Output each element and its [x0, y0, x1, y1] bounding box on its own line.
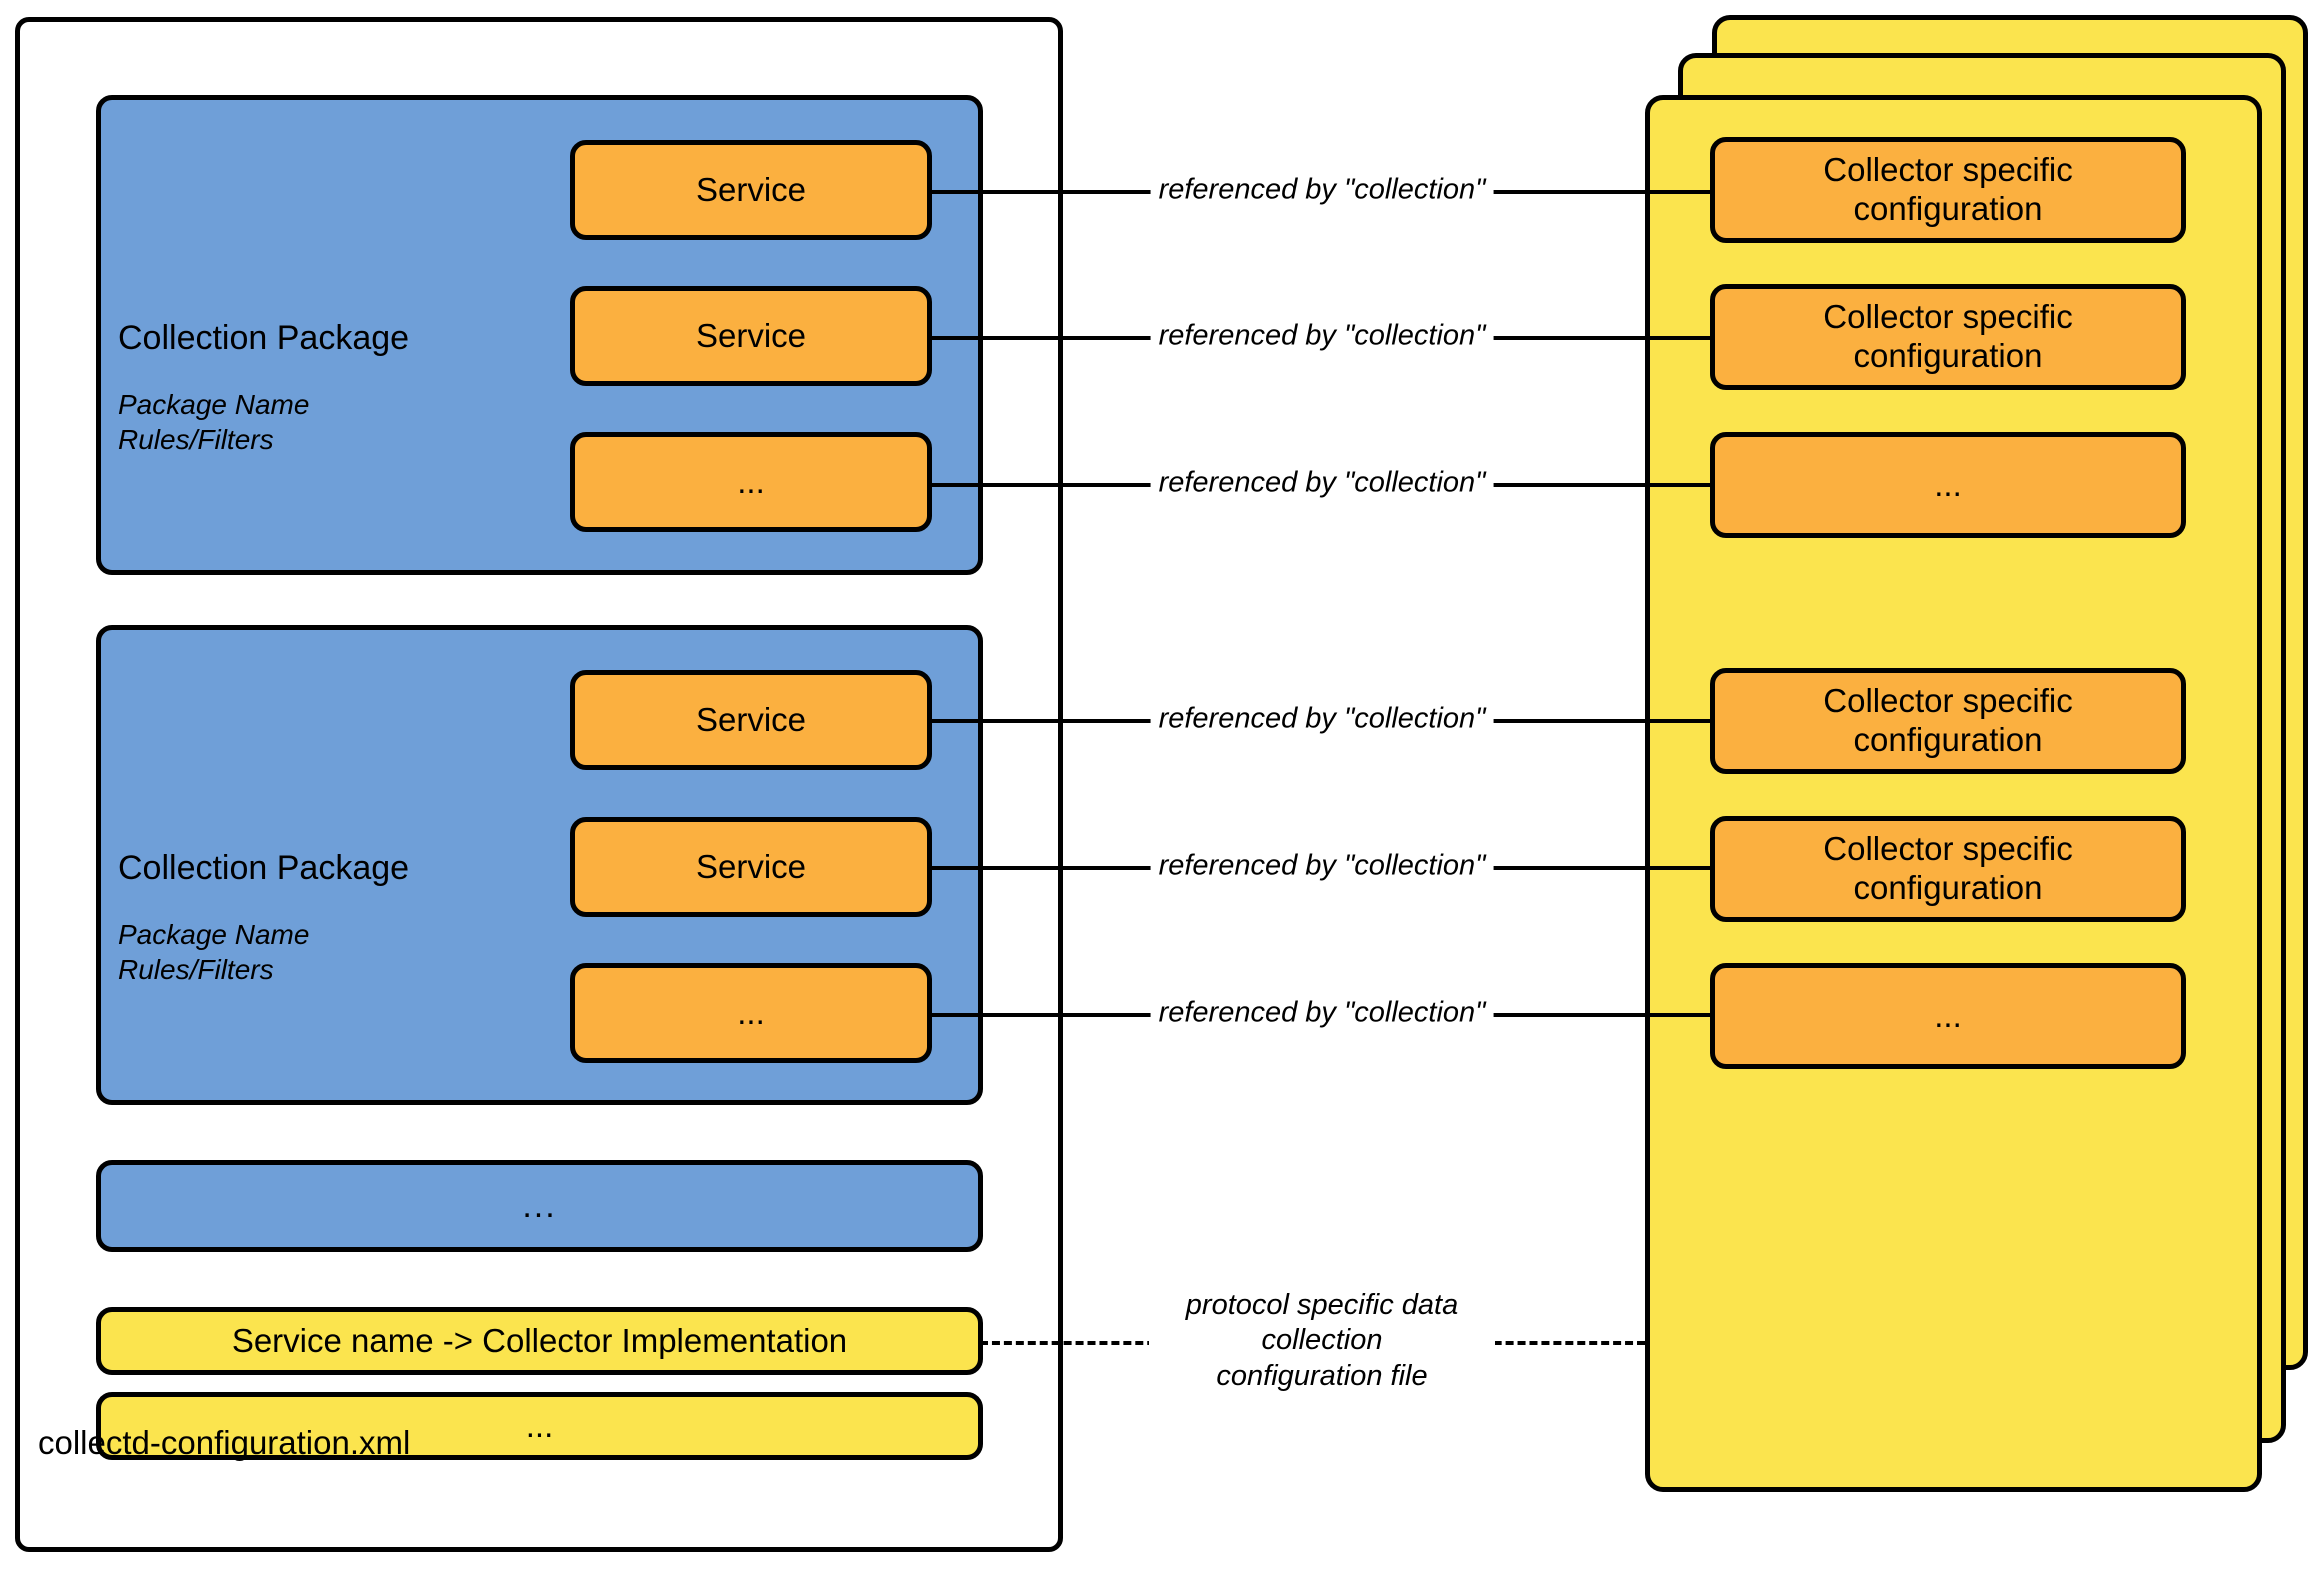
- protocol-connector-label: protocol specific data collection config…: [1149, 1287, 1495, 1395]
- service-ellipsis: ...: [737, 462, 765, 500]
- collector-config-label: Collector specific configuration: [1823, 298, 2073, 374]
- connector-label-3: referenced by "collection": [1150, 465, 1494, 501]
- collector-config-ellipsis: ...: [1934, 465, 1962, 503]
- service-label: Service: [695, 847, 807, 885]
- collector-config-box-1[interactable]: Collector specific configuration: [1710, 137, 2186, 243]
- connector-label-5: referenced by "collection": [1150, 848, 1494, 884]
- mapping-label: Service name -> Collector Implementation: [231, 1321, 848, 1359]
- service-box-2-1[interactable]: Service: [570, 670, 932, 770]
- collector-config-box-2[interactable]: Collector specific configuration: [1710, 284, 2186, 390]
- service-box-1-2[interactable]: Service: [570, 286, 932, 386]
- connector-label-2: referenced by "collection": [1150, 318, 1494, 354]
- connector-label-6: referenced by "collection": [1150, 995, 1494, 1031]
- collection-package-ellipsis-label: ...: [522, 1186, 557, 1225]
- protocol-label-line2: configuration file: [1216, 1359, 1428, 1392]
- service-label: Service: [695, 316, 807, 354]
- collection-package-2-title: Collection Package: [118, 849, 410, 887]
- service-label: Service: [695, 700, 807, 738]
- service-box-1-3[interactable]: ...: [570, 432, 932, 532]
- collector-config-box-5[interactable]: Collector specific configuration: [1710, 816, 2186, 922]
- collector-config-label: Collector specific configuration: [1823, 151, 2073, 227]
- collector-config-label: Collector specific configuration: [1823, 830, 2073, 906]
- service-label: Service: [695, 170, 807, 208]
- collection-package-1-subtitle-line1: Package Name: [118, 389, 310, 420]
- service-box-2-3[interactable]: ...: [570, 963, 932, 1063]
- collector-config-box-6[interactable]: ...: [1710, 963, 2186, 1069]
- service-box-1-1[interactable]: Service: [570, 140, 932, 240]
- service-to-collector-mapping-bar[interactable]: Service name -> Collector Implementation: [96, 1307, 983, 1375]
- collection-package-2-subtitle-line2: Rules/Filters: [118, 954, 274, 985]
- service-to-collector-mapping-ellipsis[interactable]: ...: [96, 1392, 983, 1460]
- collection-package-ellipsis[interactable]: ...: [96, 1160, 983, 1252]
- collector-config-box-4[interactable]: Collector specific configuration: [1710, 668, 2186, 774]
- mapping-ellipsis-label: ...: [525, 1406, 554, 1444]
- connector-label-1: referenced by "collection": [1150, 172, 1494, 208]
- collection-package-2-subtitle-line1: Package Name: [118, 919, 310, 950]
- xml-file-label: collectd-configuration.xml: [38, 1424, 411, 1461]
- service-ellipsis: ...: [737, 993, 765, 1031]
- service-box-2-2[interactable]: Service: [570, 817, 932, 917]
- collection-package-1-title: Collection Package: [118, 319, 410, 357]
- collection-package-1-subtitle-line2: Rules/Filters: [118, 424, 274, 455]
- collector-config-ellipsis: ...: [1934, 996, 1962, 1034]
- connector-label-4: referenced by "collection": [1150, 701, 1494, 737]
- protocol-label-line1: protocol specific data collection: [1185, 1288, 1459, 1357]
- collector-config-box-3[interactable]: ...: [1710, 432, 2186, 538]
- collector-config-label: Collector specific configuration: [1823, 682, 2073, 758]
